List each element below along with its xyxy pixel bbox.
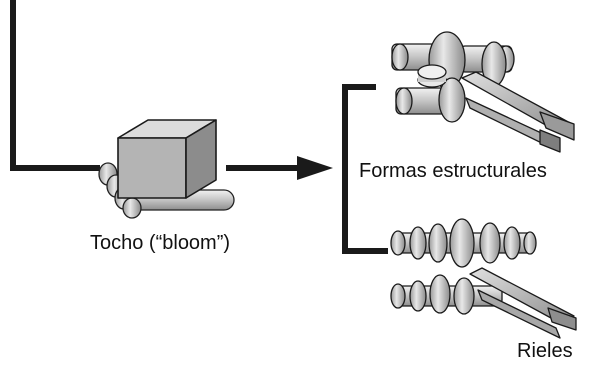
structural-rolling-mill-icon xyxy=(391,31,575,153)
bloom-block-icon xyxy=(117,119,217,199)
input-line xyxy=(10,0,100,171)
flow-lines xyxy=(10,0,388,254)
rails-label: Rieles xyxy=(517,340,573,362)
rail-rolling-mill-icon xyxy=(390,218,577,339)
bloom-label: Tocho (“bloom”) xyxy=(90,232,230,254)
branch-line xyxy=(342,84,388,254)
arrowhead-icon xyxy=(297,156,333,180)
structural-shapes-label: Formas estructurales xyxy=(359,160,547,182)
